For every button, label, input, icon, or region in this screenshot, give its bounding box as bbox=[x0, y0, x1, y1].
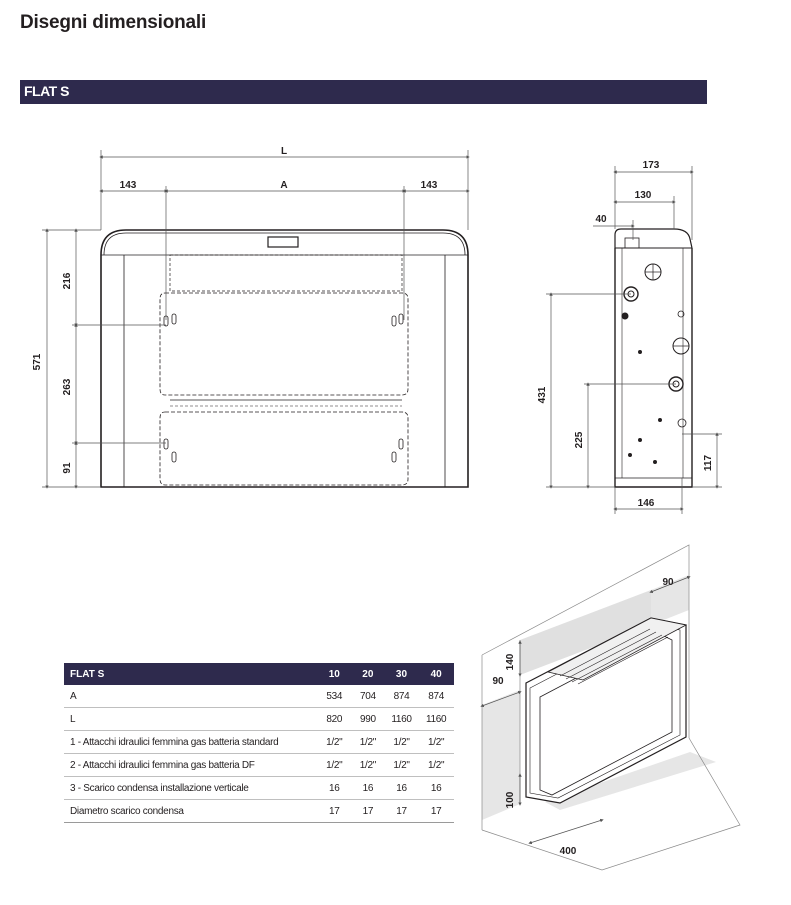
iso-view-drawing bbox=[480, 544, 741, 871]
dim-middle: 263 bbox=[62, 378, 73, 395]
dim-L: L bbox=[281, 146, 287, 157]
table-cell: 534 bbox=[317, 685, 352, 708]
table-row: 2 - Attacchi idraulici femmina gas batte… bbox=[64, 753, 454, 777]
dim-clearance-front: 400 bbox=[560, 846, 577, 857]
table-cell: 17 bbox=[317, 799, 352, 823]
dim-clearance-right: 90 bbox=[662, 577, 674, 588]
dim-offset: 40 bbox=[595, 214, 607, 225]
table-cell: 1160 bbox=[418, 707, 454, 731]
table-cell: 1/2" bbox=[384, 753, 419, 777]
table-row: A 534 704 874 874 bbox=[64, 685, 454, 708]
row-label: L bbox=[64, 707, 318, 731]
dim-depth-inner: 130 bbox=[635, 190, 652, 201]
side-view-dimension-lines bbox=[546, 166, 722, 514]
table-cell: 17 bbox=[351, 799, 385, 823]
table-cell: 1/2" bbox=[351, 753, 385, 777]
table-cell: 1160 bbox=[384, 707, 419, 731]
front-view-dimension-lines bbox=[42, 150, 470, 489]
dim-base: 146 bbox=[638, 498, 655, 509]
dim-bottom: 91 bbox=[62, 462, 73, 474]
dim-side-height: 431 bbox=[537, 386, 548, 403]
dim-right: 117 bbox=[703, 454, 714, 471]
front-view-drawing bbox=[100, 229, 469, 488]
section-header-label: FLAT S bbox=[24, 83, 69, 99]
table-cell: 1/2" bbox=[317, 753, 352, 777]
table-header-cell: FLAT S bbox=[64, 663, 318, 685]
table-cell: 1/2" bbox=[418, 753, 454, 777]
section-header: FLAT S bbox=[20, 80, 707, 104]
table-cell: 1/2" bbox=[317, 730, 352, 754]
dim-clearance-top: 140 bbox=[505, 653, 516, 670]
table-cell: 16 bbox=[351, 776, 385, 800]
table-cell: 704 bbox=[351, 685, 385, 708]
table-cell: 1/2" bbox=[384, 730, 419, 754]
dim-top: 216 bbox=[62, 272, 73, 289]
row-label: 1 - Attacchi idraulici femmina gas batte… bbox=[64, 730, 318, 754]
side-view-drawing bbox=[614, 228, 693, 488]
row-label: Diametro scarico condensa bbox=[64, 799, 318, 823]
table-cell: 874 bbox=[384, 685, 419, 708]
table-row: 1 - Attacchi idraulici femmina gas batte… bbox=[64, 730, 454, 754]
table-cell: 16 bbox=[418, 776, 454, 800]
dim-lower: 225 bbox=[574, 431, 585, 448]
table-cell: 17 bbox=[384, 799, 419, 823]
table-row: Diametro scarico condensa 17 17 17 17 bbox=[64, 799, 454, 823]
dim-depth: 173 bbox=[643, 160, 660, 171]
table-cell: 874 bbox=[418, 685, 454, 708]
page-title: Disegni dimensionali bbox=[20, 12, 207, 33]
table-cell: 820 bbox=[317, 707, 352, 731]
dim-clearance-bottom: 100 bbox=[505, 791, 516, 808]
table-row: L 820 990 1160 1160 bbox=[64, 707, 454, 731]
table-cell: 990 bbox=[351, 707, 385, 731]
table-header-cell: 40 bbox=[418, 663, 454, 685]
specifications-table: FLAT S 10 20 30 40 A 534 704 874 874 L 8… bbox=[64, 663, 454, 823]
row-label: A bbox=[64, 685, 318, 708]
table-cell: 1/2" bbox=[418, 730, 454, 754]
row-label: 3 - Scarico condensa installazione verti… bbox=[64, 776, 318, 800]
table-header-cell: 30 bbox=[384, 663, 419, 685]
table-cell: 1/2" bbox=[351, 730, 385, 754]
table-row: 3 - Scarico condensa installazione verti… bbox=[64, 776, 454, 800]
row-label: 2 - Attacchi idraulici femmina gas batte… bbox=[64, 753, 318, 777]
dim-left-margin: 143 bbox=[120, 180, 137, 191]
table-header-cell: 10 bbox=[317, 663, 352, 685]
table-cell: 17 bbox=[418, 799, 454, 823]
dim-height: 571 bbox=[32, 353, 43, 370]
table-header-row: FLAT S 10 20 30 40 bbox=[64, 663, 454, 685]
table-cell: 16 bbox=[384, 776, 419, 800]
table-cell: 16 bbox=[317, 776, 352, 800]
table-header-cell: 20 bbox=[351, 663, 385, 685]
dim-clearance-left: 90 bbox=[492, 676, 504, 687]
dim-right-margin: 143 bbox=[421, 180, 438, 191]
dim-A: A bbox=[280, 180, 287, 191]
